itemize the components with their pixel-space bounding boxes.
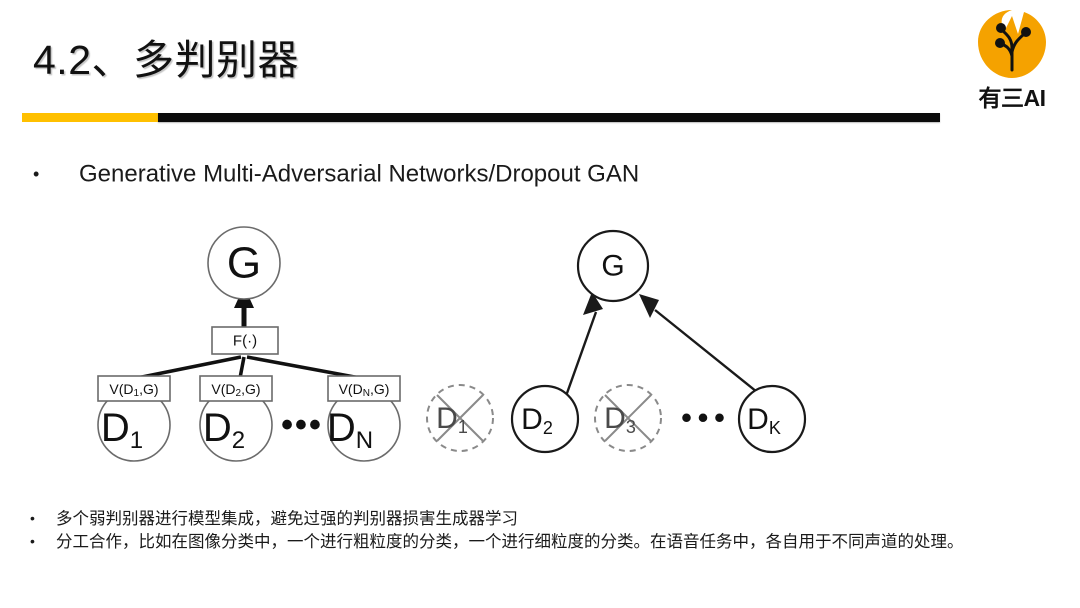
- note-row-1: • 多个弱判别器进行模型集成，避免过强的判别器损害生成器学习: [30, 508, 1050, 531]
- right-diagram-dropout-gan: G D1 D2 D3 •••: [426, 229, 807, 454]
- note-text-1: 多个弱判别器进行模型集成，避免过强的判别器损害生成器学习: [56, 510, 518, 528]
- edge-d2-to-g: [564, 292, 603, 397]
- divider-accent-yellow: [22, 113, 158, 122]
- node-discriminator-left-n: V(DN,G) DN: [327, 375, 401, 462]
- figure-container: G F(·) V(D1,G) D1 V(D2,G) D2: [0, 210, 1080, 475]
- value-box-label-2: V(D2,G): [211, 381, 260, 399]
- node-discriminator-right-k-label: DK: [747, 403, 781, 439]
- node-aggregator: F(·): [211, 326, 279, 355]
- logo-mark-icon: [978, 10, 1046, 78]
- node-discriminator-left-1: V(D1,G) D1: [97, 375, 171, 462]
- top-bullet-text: Generative Multi-Adversarial Networks/Dr…: [79, 160, 640, 188]
- note-row-2: • 分工合作，比如在图像分类中，一个进行粗粒度的分类，一个进行细粒度的分类。在语…: [30, 531, 1050, 554]
- node-discriminator-left-2-label: D2: [203, 406, 245, 454]
- node-discriminator-right-1: D1: [426, 384, 494, 452]
- bottom-notes: • 多个弱判别器进行模型集成，避免过强的判别器损害生成器学习 • 分工合作，比如…: [30, 508, 1050, 554]
- note-text-2: 分工合作，比如在图像分类中，一个进行粗粒度的分类，一个进行细粒度的分类。在语音任…: [56, 532, 964, 551]
- node-discriminator-left-n-label: DN: [327, 406, 373, 454]
- page-title: 4.2、多判别器: [33, 37, 299, 83]
- node-discriminator-right-3-label: D3: [604, 402, 636, 438]
- brand-logo: 有三AI: [960, 8, 1064, 110]
- bullet-marker-icon: •: [30, 532, 35, 549]
- title-divider: [22, 113, 940, 122]
- node-discriminator-right-2-label: D2: [521, 403, 553, 439]
- aggregation-edges: [136, 355, 361, 380]
- top-bullet-line: • Generative Multi-Adversarial Networks/D…: [33, 160, 639, 189]
- value-box-label-1: V(D1,G): [109, 381, 158, 399]
- value-box-label-n: V(DN,G): [339, 381, 390, 399]
- node-generator-right: G: [576, 229, 650, 303]
- left-diagram-ellipsis: •••: [281, 406, 323, 444]
- node-discriminator-left-1-label: D1: [101, 406, 143, 454]
- bullet-marker-icon: •: [33, 164, 40, 185]
- architecture-diagram: G F(·) V(D1,G) D1 V(D2,G) D2: [97, 226, 807, 462]
- node-generator-left: G: [207, 226, 281, 300]
- node-generator-right-label: G: [601, 250, 624, 283]
- left-diagram-gman: G F(·) V(D1,G) D1 V(D2,G) D2: [97, 226, 401, 462]
- node-discriminator-right-2: D2: [510, 384, 580, 454]
- node-discriminator-right-3: D3: [594, 384, 662, 452]
- node-generator-left-label: G: [227, 239, 261, 288]
- bullet-marker-icon: •: [30, 510, 35, 526]
- logo-text: 有三AI: [978, 85, 1047, 111]
- edge-dk-to-g: [639, 294, 763, 397]
- node-discriminator-right-1-label: D1: [436, 402, 468, 438]
- node-discriminator-right-k: DK: [737, 384, 807, 454]
- right-diagram-ellipsis: •••: [681, 402, 731, 435]
- node-discriminator-left-2: V(D2,G) D2: [199, 375, 273, 462]
- node-aggregator-label: F(·): [233, 333, 257, 350]
- divider-accent-black: [158, 113, 940, 122]
